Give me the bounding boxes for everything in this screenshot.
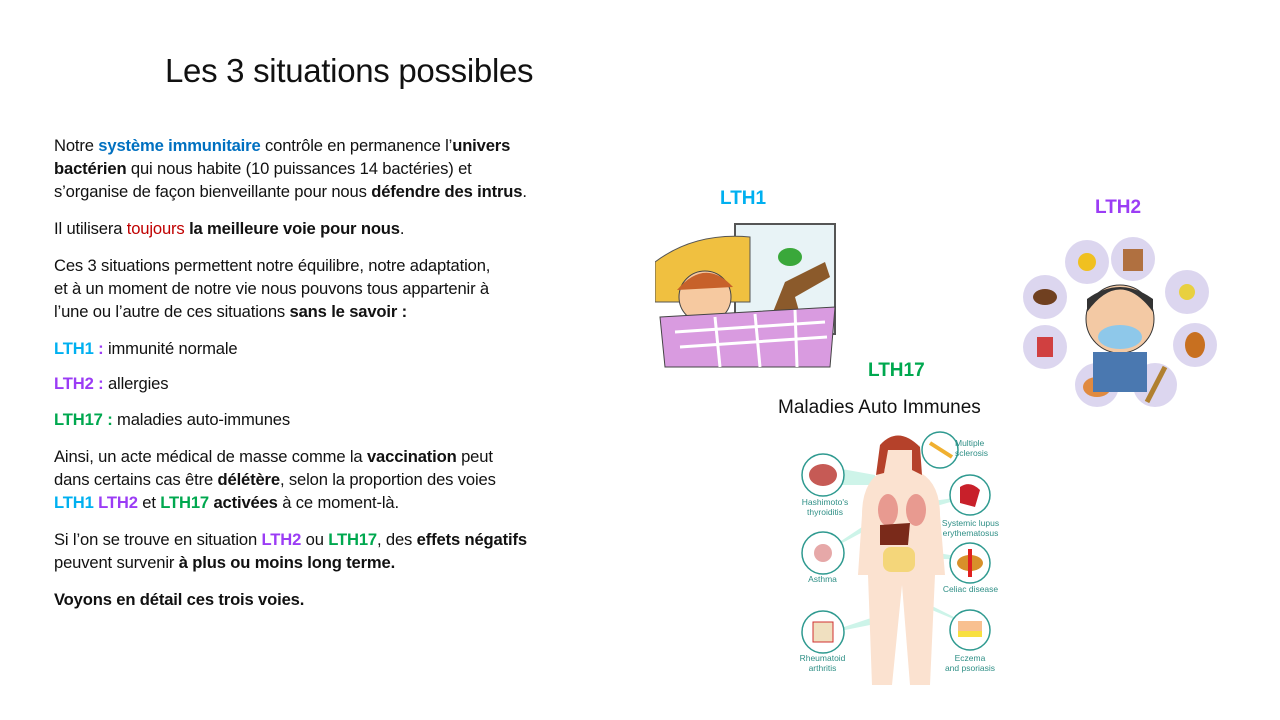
text-line: LTH17 : maladies auto-immunes	[54, 408, 290, 431]
text-segment: sans le savoir :	[289, 302, 408, 321]
paragraph: Si l’on se trouve en situation LTH2 ou L…	[54, 528, 527, 574]
text-segment: Il utilisera	[54, 219, 127, 238]
label-line: erythematosus	[942, 528, 999, 538]
text-line: l’une ou l’autre de ces situations sans …	[54, 300, 490, 323]
text-line: LTH2 : allergies	[54, 372, 169, 395]
text-segment: maladies auto-immunes	[117, 410, 291, 429]
text-segment: à plus ou moins long terme.	[178, 553, 396, 572]
paragraph: LTH17 : maladies auto-immunes	[54, 408, 290, 431]
text-line: peuvent survenir à plus ou moins long te…	[54, 551, 527, 574]
text-line: Ainsi, un acte médical de masse comme la…	[54, 445, 496, 468]
text-segment: ou	[301, 530, 329, 549]
label-line: Hashimoto's	[801, 497, 849, 507]
paragraph: Voyons en détail ces trois voies.	[54, 588, 304, 611]
text-line: et à un moment de notre vie nous pouvons…	[54, 277, 490, 300]
text-segment: l’une ou l’autre de ces situations	[54, 302, 290, 321]
label-celiac: Celiac disease	[942, 584, 999, 594]
text-segment: la meilleure voie pour nous	[189, 219, 400, 238]
text-segment: LTH2	[98, 493, 138, 512]
text-segment: univers	[452, 136, 511, 155]
text-segment: peut	[456, 447, 493, 466]
text-segment: LTH2 :	[54, 374, 108, 393]
sick-child-illustration	[655, 223, 836, 368]
text-line: s’organise de façon bienveillante pour n…	[54, 180, 527, 203]
text-segment: contrôle en permanence l’	[260, 136, 453, 155]
text-segment: qui nous habite (10 puissances 14 bactér…	[126, 159, 472, 178]
text-line: bactérien qui nous habite (10 puissances…	[54, 157, 527, 180]
text-line: LTH1 LTH2 et LTH17 activées à ce moment-…	[54, 491, 496, 514]
text-segment: et à un moment de notre vie nous pouvons…	[54, 279, 490, 298]
text-segment: Ces 3 situations permettent notre équili…	[54, 256, 491, 275]
text-line: Il utilisera toujours la meilleure voie …	[54, 217, 405, 240]
text-line: Si l’on se trouve en situation LTH2 ou L…	[54, 528, 527, 551]
text-line: Notre système immunitaire contrôle en pe…	[54, 134, 527, 157]
paragraph: Ainsi, un acte médical de masse comme la…	[54, 445, 496, 514]
label-asthma: Asthma	[808, 574, 837, 584]
text-segment: :	[98, 339, 108, 358]
text-segment: LTH17	[328, 530, 377, 549]
lth2-label: LTH2	[1095, 197, 1142, 218]
text-segment: vaccination	[366, 447, 457, 466]
lth17-caption: Maladies Auto Immunes	[778, 397, 981, 418]
label-line: and psoriasis	[944, 663, 996, 673]
text-segment: toujours	[126, 219, 185, 238]
text-segment: immunité normale	[107, 339, 238, 358]
text-segment: peuvent survenir	[54, 553, 179, 572]
lth1-label: LTH1	[720, 188, 767, 209]
slide-title: Les 3 situations possibles	[165, 52, 534, 89]
label-line: thyroiditis	[807, 507, 843, 517]
text-segment: .	[399, 219, 405, 238]
text-segment: .	[522, 182, 527, 201]
text-segment: activées	[213, 493, 278, 512]
text-segment: et	[137, 493, 161, 512]
text-segment: LTH17	[160, 493, 209, 512]
text-segment: défendre des intrus	[371, 182, 523, 201]
text-line: Ces 3 situations permettent notre équili…	[54, 254, 490, 277]
text-segment: Si l’on se trouve en situation	[54, 530, 262, 549]
paragraph: Ces 3 situations permettent notre équili…	[54, 254, 490, 323]
text-line: LTH1 : immunité normale	[54, 337, 238, 360]
autoimmune-infographic	[801, 431, 991, 685]
text-segment: , selon la proportion des voies	[279, 470, 496, 489]
label-line: arthritis	[808, 663, 837, 673]
text-segment: , des	[376, 530, 417, 549]
text-segment: LTH1	[54, 493, 94, 512]
text-segment: dans certains cas être	[54, 470, 218, 489]
label-line: Rheumatoid	[799, 653, 846, 663]
text-line: dans certains cas être délétère, selon l…	[54, 468, 496, 491]
label-line: Eczema	[954, 653, 986, 663]
text-segment: délétère	[217, 470, 281, 489]
text-segment: effets négatifs	[416, 530, 527, 549]
text-segment: s’organise de façon bienveillante pour n…	[54, 182, 372, 201]
text-segment: Voyons en détail ces trois voies.	[54, 590, 305, 609]
text-segment: Ainsi, un acte médical de masse comme la	[54, 447, 367, 466]
lth17-label: LTH17	[868, 360, 925, 381]
paragraph: LTH1 : immunité normale	[54, 337, 238, 360]
text-segment: système immunitaire	[98, 136, 261, 155]
text-segment: LTH17 :	[54, 410, 118, 429]
text-segment: allergies	[107, 374, 169, 393]
allergy-illustration	[1023, 237, 1217, 407]
label-line: Multiple	[955, 438, 985, 448]
paragraph: Notre système immunitaire contrôle en pe…	[54, 134, 527, 203]
label-line: Systemic lupus	[941, 518, 1000, 528]
label-line: sclerosis	[955, 448, 989, 458]
text-segment: LTH2	[261, 530, 302, 549]
text-segment: Notre	[54, 136, 99, 155]
text-line: Voyons en détail ces trois voies.	[54, 588, 304, 611]
text-segment: LTH1	[54, 339, 99, 358]
paragraph: LTH2 : allergies	[54, 372, 169, 395]
text-segment: à ce moment-là.	[277, 493, 399, 512]
text-segment: bactérien	[54, 159, 127, 178]
paragraph: Il utilisera toujours la meilleure voie …	[54, 217, 405, 240]
